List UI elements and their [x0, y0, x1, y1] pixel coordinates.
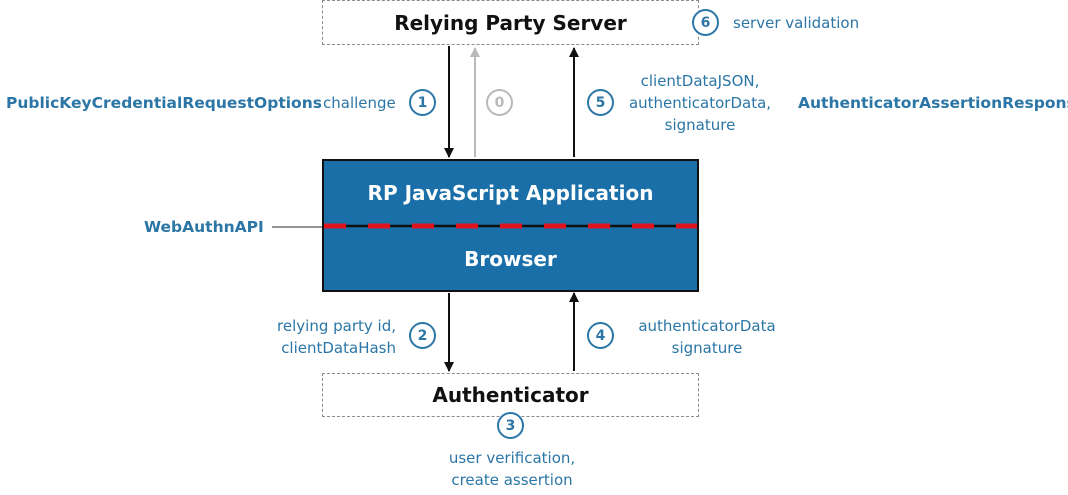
client-box: RP JavaScript Application Browser [322, 159, 699, 292]
webauthn-api-divider [324, 223, 697, 229]
step0-badge: 0 [486, 89, 513, 116]
step3-badge: 3 [497, 412, 524, 439]
step4-badge: 4 [587, 322, 614, 349]
step2-badge: 2 [409, 322, 436, 349]
relying-party-server-box: Relying Party Server [322, 0, 699, 45]
step6-badge: 6 [692, 9, 719, 36]
relying-party-server-title: Relying Party Server [394, 10, 627, 35]
step6-label: server validation [733, 14, 860, 32]
request-options-label: PublicKeyCredentialRequestOptions [6, 94, 322, 112]
step1-badge: 1 [409, 89, 436, 116]
browser-title: Browser [464, 246, 557, 271]
step5-label: clientDataJSON, authenticatorData, signa… [628, 72, 772, 134]
assertion-response-label: AuthenticatorAssertionResponse [798, 94, 1068, 112]
webauthn-api-label: WebAuthnAPI [144, 218, 264, 236]
rp-js-application-title: RP JavaScript Application [367, 181, 654, 205]
step4-label: authenticatorData signature [638, 317, 776, 357]
authenticator-box: Authenticator [322, 373, 699, 417]
step3-label: user verification, create assertion [448, 449, 576, 489]
step5-badge: 5 [587, 89, 614, 116]
step1-label: challenge [323, 94, 396, 112]
step2-label: relying party id, clientDataHash [277, 317, 396, 357]
authenticator-title: Authenticator [432, 383, 589, 407]
